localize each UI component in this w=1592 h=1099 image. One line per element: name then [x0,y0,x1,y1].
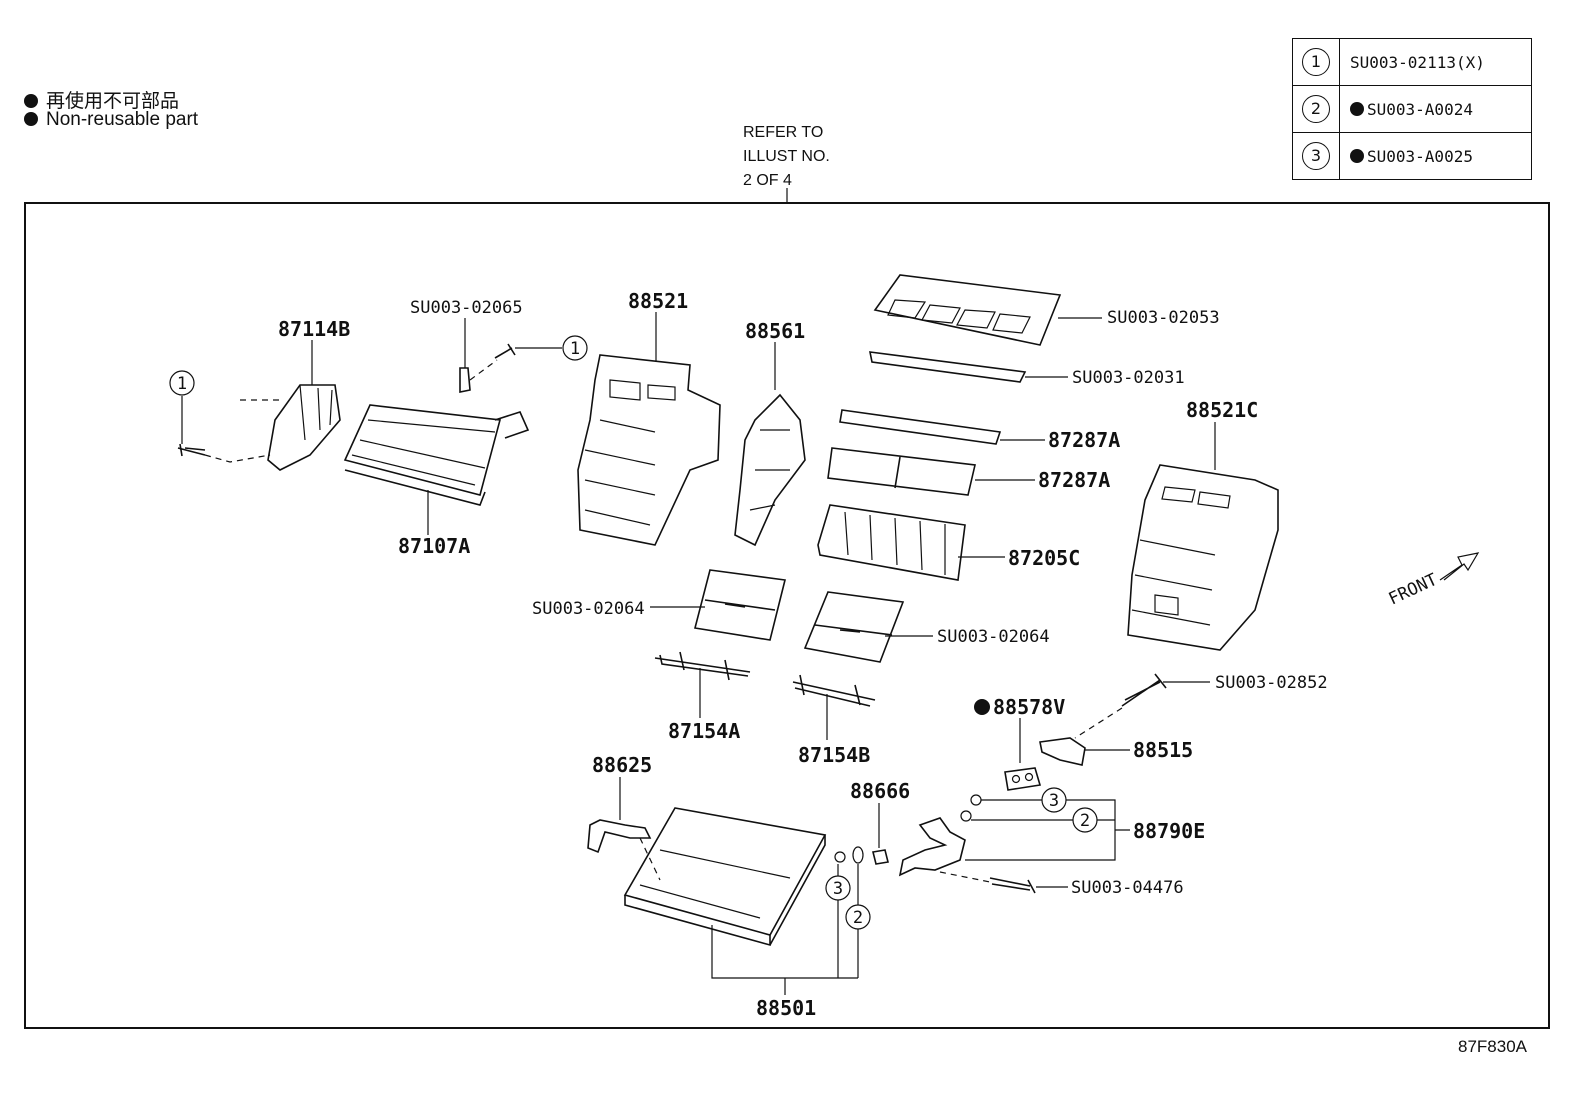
bolt-icon[interactable] [989,877,1036,894]
clip-su02065[interactable] [459,367,471,393]
callout-2: 2 [1080,811,1090,831]
key-number: 2 [1302,95,1330,123]
label-87154B: 87154B [798,743,870,767]
bracket-line [965,799,1130,861]
bullet-icon [24,112,38,126]
figure-id: 87F830A [1458,1037,1527,1056]
strip-su02031[interactable] [868,351,1027,383]
callout-2: 2 [853,908,863,928]
label-su02053: SU003-02053 [1107,308,1220,328]
leader-line [639,837,661,881]
bracket-88515[interactable] [1039,737,1086,766]
key-table: 1 SU003-02113(X) 2 SU003-A0024 3 SU003-A… [1292,38,1532,180]
plate-88561[interactable] [734,393,806,547]
bullet-icon [24,94,38,108]
label-87107A: 87107A [398,534,470,558]
label-88578V: 88578V [993,695,1065,719]
label-87154A: 87154A [668,719,740,743]
label-su02031: SU003-02031 [1072,368,1185,388]
o-ring-icon [960,810,972,822]
label-su02064-2: SU003-02064 [937,627,1050,647]
callout-circle [169,370,195,396]
evaporator-88501[interactable] [623,807,827,947]
label-87287A-1: 87287A [1048,428,1120,452]
leader-line [1074,707,1123,739]
o-ring-icon [970,794,982,806]
key-code: SU003-A0025 [1367,146,1473,166]
key-row: 3 SU003-A0025 [1292,132,1532,180]
leader-line [469,359,498,381]
label-su02064-1: SU003-02064 [532,599,645,619]
grommet-hole [1024,772,1034,782]
legend-jp: 再使用不可部品 [24,86,179,113]
label-88501: 88501 [756,996,816,1020]
label-87205C: 87205C [1008,546,1080,570]
grommet-hole [1011,774,1021,784]
key-code: SU003-A0024 [1367,99,1473,119]
screw-icon[interactable] [177,443,206,457]
label-88561: 88561 [745,319,805,343]
pipe-88790E[interactable] [898,817,966,877]
label-88515: 88515 [1133,738,1193,762]
label-88521C: 88521C [1186,398,1258,422]
legend-en: Non-reusable part [24,109,198,131]
label-su02852: SU003-02852 [1215,673,1328,693]
key-number: 3 [1302,142,1330,170]
housing-88521C[interactable] [1127,464,1279,651]
filter-87205C[interactable] [817,504,966,581]
seal-su02064-2[interactable] [803,591,905,663]
leader-line [204,399,282,463]
label-su04476: SU003-04476 [1071,878,1184,898]
label-88521: 88521 [628,289,688,313]
front-arrow-icon [1439,552,1480,581]
screw-icon[interactable] [494,343,516,359]
bracket-87114B[interactable] [267,384,341,471]
callout-3: 3 [833,879,843,899]
non-reusable-icon [974,699,990,715]
o-ring-icon [834,851,846,863]
shaft-87154A[interactable] [654,651,751,681]
key-code: SU003-02113(X) [1350,52,1485,72]
bracket-line [711,900,859,995]
label-front: FRONT [1386,570,1441,610]
label-88666: 88666 [850,779,910,803]
label-87287A-2: 87287A [1038,468,1110,492]
refer-note: REFER TO ILLUST NO. 2 OF 4 [743,124,830,189]
non-reusable-icon [1350,148,1364,163]
valve-88666[interactable] [872,849,889,865]
o-ring-icon [852,846,864,864]
callout-1: 1 [570,339,580,359]
callout-1: 1 [177,374,187,394]
grommet-88578V[interactable] [1004,767,1042,791]
screw-icon[interactable] [1121,673,1167,707]
label-su02065: SU003-02065 [410,298,523,318]
filter-frame-su02053[interactable] [873,274,1062,346]
label-88790E: 88790E [1133,819,1205,843]
door-87287A-2[interactable] [827,447,976,496]
door-87287A-1[interactable] [839,409,1002,445]
housing-88521[interactable] [577,354,721,546]
label-87114B: 87114B [278,317,350,341]
diagram-frame [24,202,1550,1029]
callout-3: 3 [1049,791,1059,811]
non-reusable-icon [1350,101,1364,116]
seal-su02064-1[interactable] [694,569,786,641]
sensor-88625[interactable] [587,819,652,854]
label-88625: 88625 [592,753,652,777]
leader-line [939,871,991,883]
shaft-87154B[interactable] [792,674,876,707]
heater-core-87107A[interactable] [343,404,530,506]
callout-circle [562,335,588,361]
key-number: 1 [1302,48,1330,76]
